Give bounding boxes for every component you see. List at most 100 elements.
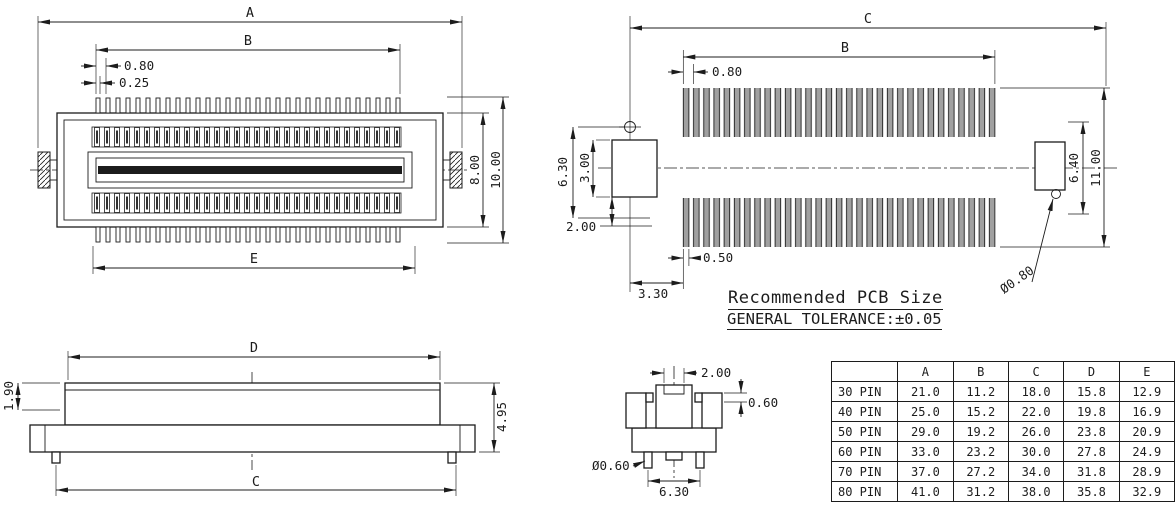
connector-end-view: 2.00 0.60 Ø0.60 6.30 (592, 365, 778, 499)
end-pin-right (695, 451, 705, 469)
table-cell: 31.2 (952, 481, 1009, 502)
pin-row-bottom (93, 227, 402, 243)
table-header-cell: C (1007, 361, 1065, 382)
table-cell: 32.9 (1118, 481, 1175, 502)
table-cell: 15.2 (952, 401, 1009, 422)
dim-total-height-label: 4.95 (494, 402, 509, 432)
table-header-cell (830, 361, 899, 382)
table-cell: 20.9 (1118, 421, 1175, 442)
dim-left-span-label: 6.30 (555, 157, 570, 187)
dim-pin-span-label: 6.30 (659, 484, 689, 499)
dim-body-height: 8.00 (447, 112, 489, 228)
table-header-cell: D (1063, 361, 1120, 382)
table-cell: 23.2 (952, 441, 1009, 462)
dim-c: C (55, 465, 457, 496)
dim-top-height-label: 1.90 (1, 381, 16, 411)
dim-pin-span: 6.30 (647, 470, 701, 499)
table-row: 70 PIN 37.0 27.2 34.0 31.8 28.9 (830, 461, 1175, 482)
pcb-size-table: A B C D E 30 PIN 21.0 11.2 18.0 15.8 12.… (830, 361, 1175, 502)
dim-b-label: B (841, 40, 849, 56)
table-cell: 28.9 (1118, 461, 1175, 482)
dim-d: D (67, 340, 441, 380)
connector-top-view: A B 0.80 0.25 E (30, 5, 509, 274)
end-hook-right (694, 392, 703, 403)
dim-pad-width: 0.50 (668, 249, 733, 289)
dim-left-span: 6.30 (555, 126, 650, 219)
end-tower-left (625, 392, 647, 429)
table-cell: 24.9 (1118, 441, 1175, 462)
dim-right-span: 6.40 (1066, 121, 1089, 215)
table-cell: 41.0 (897, 481, 954, 502)
housing-top-profile (64, 382, 441, 426)
connector-body-inner (63, 119, 437, 221)
dim-pin-width-label: 0.25 (119, 75, 149, 90)
dim-overall-height: 11.00 (1000, 87, 1110, 248)
table-cell: 25.0 (897, 401, 954, 422)
table-cell: 15.8 (1063, 381, 1120, 402)
dim-total-height: 4.95 (444, 382, 509, 453)
dim-e-label: E (250, 251, 258, 267)
dim-e: E (92, 246, 416, 274)
dim-step: 0.60 (724, 379, 778, 417)
table-cell: 27.2 (952, 461, 1009, 482)
dim-overall-height: 10.00 (447, 96, 509, 244)
table-cell: 23.8 (1063, 421, 1120, 442)
dim-pin-dia: Ø0.60 (592, 458, 646, 473)
fitting-pad-left (611, 139, 658, 198)
table-header-cell: A (897, 361, 954, 382)
end-pin-left (643, 451, 653, 469)
dim-pin-width: 0.25 (81, 75, 149, 94)
center-slot-inner (95, 157, 405, 183)
dim-pitch: 0.80 (81, 58, 154, 94)
dim-fitting-pad-label: 3.00 (577, 153, 592, 183)
tolerance-note: GENERAL TOLERANCE:±0.05 (727, 310, 942, 330)
dim-pitch-label: 0.80 (712, 64, 742, 79)
table-cell: 31.8 (1063, 461, 1120, 482)
dim-a: A (37, 5, 463, 148)
dim-row-offset-label: 2.00 (566, 219, 596, 234)
left-lug-neck (49, 159, 58, 181)
mount-peg-left (51, 451, 61, 464)
pin-count-cell: 80 PIN (830, 481, 899, 502)
table-header-cell: E (1118, 361, 1175, 382)
end-center-slot (663, 385, 685, 395)
table-cell: 19.2 (952, 421, 1009, 442)
pin-count-cell: 50 PIN (830, 421, 899, 442)
table-header-cell: B (952, 361, 1009, 382)
table-row: 50 PIN 29.0 19.2 26.0 23.8 20.9 (830, 421, 1175, 442)
center-slot (87, 151, 413, 189)
table-header-row: A B C D E (830, 361, 1175, 382)
pcb-land-pattern-view: Ø0.80 C B 0.80 6.30 3.00 (555, 11, 1118, 301)
pcb-size-title: Recommended PCB Size (728, 288, 943, 310)
dim-d-label: D (250, 340, 258, 356)
dim-first-pad: 3.30 (630, 280, 684, 301)
table-cell: 16.9 (1118, 401, 1175, 422)
dim-c: C (630, 11, 1107, 86)
table-cell: 35.8 (1063, 481, 1120, 502)
dim-c-label: C (864, 11, 872, 27)
dim-slot-label: 2.00 (701, 365, 731, 380)
end-center-boss (665, 451, 683, 461)
table-cell: 37.0 (897, 461, 954, 482)
dim-pin-dia-label: Ø0.60 (592, 458, 630, 473)
table-cell: 27.8 (1063, 441, 1120, 462)
table-cell: 11.2 (952, 381, 1009, 402)
datum-circle (624, 121, 636, 133)
table-cell: 22.0 (1007, 401, 1065, 422)
table-cell: 29.0 (897, 421, 954, 442)
table-cell: 26.0 (1007, 421, 1065, 442)
pin-count-cell: 70 PIN (830, 461, 899, 482)
pad-row-top (681, 88, 996, 137)
end-base (631, 427, 717, 453)
pin-row-top (93, 97, 402, 113)
dim-b: B (682, 40, 996, 84)
housing-base-profile (29, 424, 476, 453)
dim-first-pad-label: 3.30 (638, 286, 668, 301)
table-row: 30 PIN 21.0 11.2 18.0 15.8 12.9 (830, 381, 1175, 402)
table-cell: 12.9 (1118, 381, 1175, 402)
pin-count-cell: 60 PIN (830, 441, 899, 462)
table-cell: 21.0 (897, 381, 954, 402)
dim-a-label: A (246, 5, 254, 21)
